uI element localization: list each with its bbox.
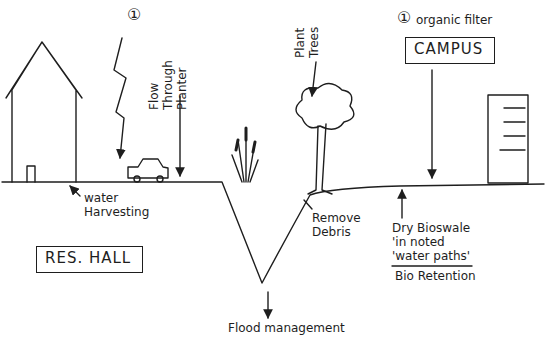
note-text: Bio Retention (395, 270, 476, 284)
tree-trunk (308, 124, 332, 194)
note-text: Flow Through Planter (148, 32, 189, 110)
note-text: Plant Trees (294, 18, 322, 58)
house (6, 42, 82, 182)
leader-arrow (431, 70, 432, 178)
building (488, 95, 528, 183)
rain-arrow (114, 38, 126, 158)
tree-canopy (296, 83, 354, 129)
reed-heads (236, 128, 255, 152)
leader-arrow (401, 190, 402, 218)
car-wheel (134, 176, 140, 182)
leader-arrow (312, 62, 316, 96)
car-wheel (157, 176, 163, 182)
label-box: RES. HALL (36, 246, 143, 273)
callout-number: ① (127, 6, 141, 24)
flood-arrow (267, 292, 268, 318)
building-floors (500, 108, 525, 150)
leader-arrow (304, 200, 312, 209)
note-text: Flood management (228, 322, 345, 336)
box-text: RES. HALL (45, 250, 134, 267)
car (128, 159, 168, 178)
note-text: water Harvesting (84, 192, 154, 220)
reeds (232, 128, 258, 182)
note-text: Remove Debris (312, 212, 364, 240)
note-text: Dry Bioswale 'in noted 'water paths' (392, 222, 482, 263)
ground-line (2, 182, 544, 283)
callout-number: ① (397, 9, 411, 27)
note-text: organic filter (416, 14, 492, 28)
box-text: CAMPUS (414, 41, 486, 58)
underline (392, 265, 472, 266)
leader-arrow (70, 186, 80, 196)
label-box: CAMPUS (405, 37, 495, 64)
